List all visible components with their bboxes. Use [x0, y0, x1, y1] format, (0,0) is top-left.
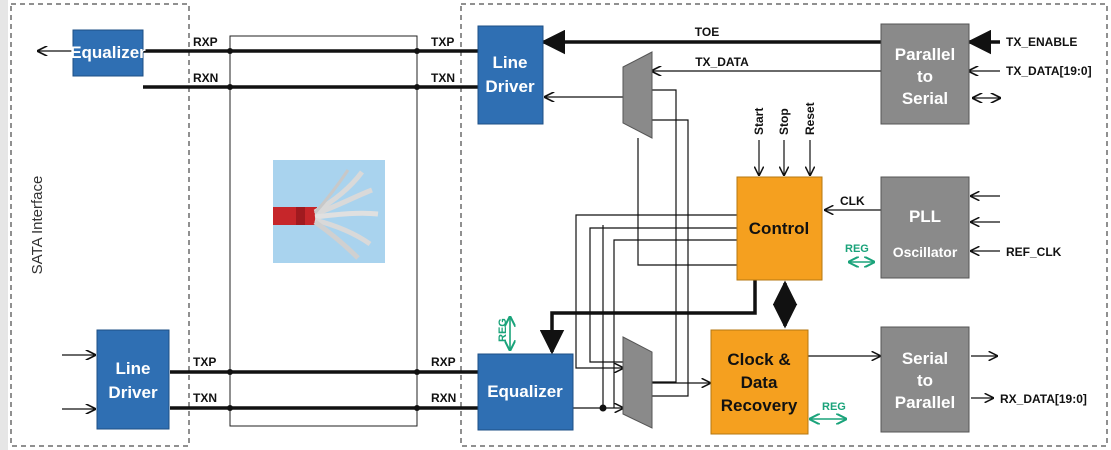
s2p-label-2: to	[917, 371, 933, 390]
s2p-label-3: Parallel	[895, 393, 956, 412]
pll-block: PLL Oscillator	[881, 177, 969, 278]
rxp-left-label: RXP	[193, 35, 218, 49]
left-line-driver-block: Line Driver	[97, 330, 169, 429]
start-label: Start	[752, 108, 766, 135]
tx-mux	[623, 52, 652, 138]
reg-label-pll: REG	[845, 243, 869, 255]
cdr-label-2: Data	[741, 373, 778, 392]
tx-data-bus-label: TX_DATA[19:0]	[1006, 64, 1092, 78]
oscillator-label: Oscillator	[893, 244, 958, 260]
left-equalizer-block: Equalizer	[70, 30, 146, 76]
toe-label: TOE	[695, 25, 719, 39]
s2p-label-1: Serial	[902, 349, 948, 368]
clock-data-recovery-block: Clock & Data Recovery	[711, 330, 808, 434]
reset-label: Reset	[803, 102, 817, 135]
rxn-left-label: RXN	[193, 71, 218, 85]
txp-left-bottom-label: TXP	[193, 355, 216, 369]
right-line-driver-label-1: Line	[493, 53, 528, 72]
cable-image	[273, 160, 385, 263]
sata-interface-label: SATA Interface	[29, 176, 46, 275]
stop-label: Stop	[777, 108, 791, 135]
reg-label-cdr: REG	[822, 401, 846, 413]
right-equalizer-label: Equalizer	[487, 382, 563, 401]
tx-data-label: TX_DATA	[695, 55, 749, 69]
left-line-driver-label-2: Driver	[108, 383, 158, 402]
p2s-label-3: Serial	[902, 89, 948, 108]
serial-to-parallel-block: Serial to Parallel	[881, 327, 969, 432]
reg-label-equalizer: REG	[497, 318, 509, 342]
right-line-driver-label-2: Driver	[485, 77, 535, 96]
txn-right-top-label: TXN	[431, 71, 455, 85]
cdr-label-3: Recovery	[721, 396, 798, 415]
left-line-driver-label-1: Line	[116, 359, 151, 378]
right-equalizer-block: Equalizer	[478, 354, 573, 430]
right-line-driver-block: Line Driver	[478, 26, 543, 124]
txn-left-bottom-label: TXN	[193, 391, 217, 405]
rx-data-bus-label: RX_DATA[19:0]	[1000, 392, 1087, 406]
tx-enable-label: TX_ENABLE	[1006, 35, 1077, 49]
cdr-label-1: Clock &	[727, 350, 790, 369]
rxn-right-bottom-label: RXN	[431, 391, 456, 405]
left-edge-strip	[0, 0, 8, 450]
control-block: Control	[737, 177, 822, 280]
left-equalizer-label: Equalizer	[70, 43, 146, 62]
parallel-to-serial-block: Parallel to Serial	[881, 24, 969, 124]
rx-mux	[623, 337, 652, 428]
ref-clk-label: REF_CLK	[1006, 245, 1062, 259]
control-label: Control	[749, 219, 809, 238]
clk-label: CLK	[840, 194, 865, 208]
rxp-right-bottom-label: RXP	[431, 355, 456, 369]
pll-label: PLL	[909, 207, 941, 226]
p2s-label-1: Parallel	[895, 45, 956, 64]
p2s-label-2: to	[917, 67, 933, 86]
txp-right-top-label: TXP	[431, 35, 454, 49]
